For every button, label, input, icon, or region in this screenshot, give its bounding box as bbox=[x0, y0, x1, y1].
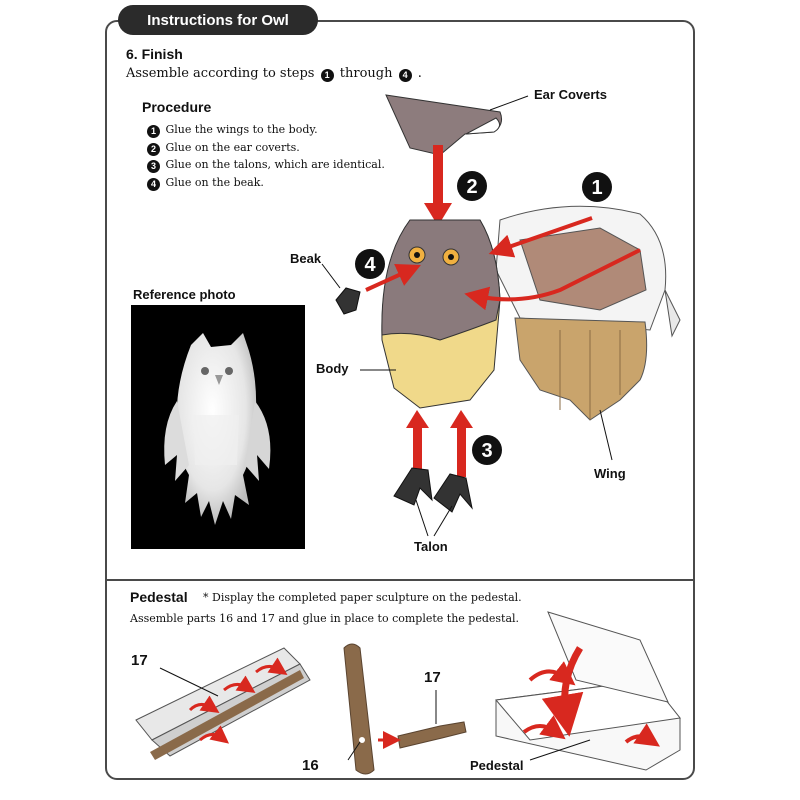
white-owl-image bbox=[164, 333, 271, 525]
wing-part bbox=[495, 205, 681, 461]
pedestal-heading: Pedestal bbox=[130, 589, 188, 605]
procedure-item: 4 Glue on the beak. bbox=[145, 174, 385, 192]
section-divider bbox=[105, 579, 695, 581]
procedure-heading: Procedure bbox=[142, 99, 212, 115]
procedure-item-text: Glue on the talons, which are identical. bbox=[165, 158, 385, 171]
pedestal-box bbox=[495, 611, 681, 771]
pedestal-stick-parts bbox=[343, 643, 467, 775]
body-part bbox=[360, 219, 501, 409]
step-heading: 6. Finish bbox=[126, 46, 183, 62]
page-title: Instructions for Owl bbox=[118, 5, 318, 35]
part-17-label-b: 17 bbox=[424, 669, 441, 686]
procedure-item-number: 1 bbox=[147, 125, 160, 138]
talon-label: Talon bbox=[414, 539, 448, 554]
reference-heading: Reference photo bbox=[133, 287, 236, 302]
pedestal-part-label: Pedestal bbox=[470, 758, 524, 773]
step-marker-3-text: 3 bbox=[481, 440, 492, 462]
step-text-middle: through bbox=[339, 66, 393, 81]
reference-photo bbox=[131, 305, 305, 549]
step-text: Assemble according to steps 1 through 4 … bbox=[126, 66, 422, 82]
step-marker-1: 1 bbox=[582, 172, 612, 202]
step-marker-2-text: 2 bbox=[466, 176, 477, 198]
procedure-item-number: 3 bbox=[147, 160, 160, 173]
step-marker-3: 3 bbox=[472, 435, 502, 465]
procedure-item: 1 Glue the wings to the body. bbox=[145, 121, 385, 139]
procedure-item-text: Glue the wings to the body. bbox=[165, 123, 318, 136]
procedure-item: 2 Glue on the ear coverts. bbox=[145, 139, 385, 157]
step-marker-4: 4 bbox=[355, 249, 385, 279]
wing-label: Wing bbox=[594, 466, 626, 481]
page-frame bbox=[105, 20, 695, 780]
procedure-item-text: Glue on the ear coverts. bbox=[165, 140, 300, 154]
beak-label: Beak bbox=[290, 251, 322, 266]
body-label: Body bbox=[316, 361, 349, 376]
ear-coverts-label: Ear Coverts bbox=[534, 87, 607, 102]
procedure-item-text: Glue on the beak. bbox=[165, 175, 264, 189]
pedestal-instructions: Assemble parts 16 and 17 and glue in pla… bbox=[130, 612, 520, 625]
step-to-number: 4 bbox=[398, 69, 412, 82]
arrow-down-red bbox=[424, 145, 452, 226]
beak-part bbox=[321, 263, 421, 315]
part-16-label: 16 bbox=[302, 757, 319, 774]
talon-parts bbox=[393, 410, 473, 537]
procedure-list: 1 Glue the wings to the body. 2 Glue on … bbox=[145, 121, 385, 191]
part-17-label-a: 17 bbox=[131, 652, 148, 669]
procedure-item: 3 Glue on the talons, which are identica… bbox=[145, 156, 385, 174]
step-marker-2: 2 bbox=[457, 171, 487, 201]
step-text-prefix: Assemble according to steps bbox=[126, 66, 315, 81]
ear-coverts-part bbox=[385, 94, 529, 156]
pedestal-note: * Display the completed paper sculpture … bbox=[203, 591, 522, 604]
step-from-number: 1 bbox=[320, 69, 334, 82]
pedestal-log-assembly bbox=[135, 647, 311, 760]
step-marker-1-text: 1 bbox=[591, 177, 602, 199]
step-text-suffix: . bbox=[417, 66, 422, 81]
step-marker-4-text: 4 bbox=[364, 254, 376, 276]
procedure-item-number: 4 bbox=[147, 177, 160, 191]
procedure-item-number: 2 bbox=[147, 142, 160, 156]
wing-attach-arrows bbox=[464, 216, 641, 311]
